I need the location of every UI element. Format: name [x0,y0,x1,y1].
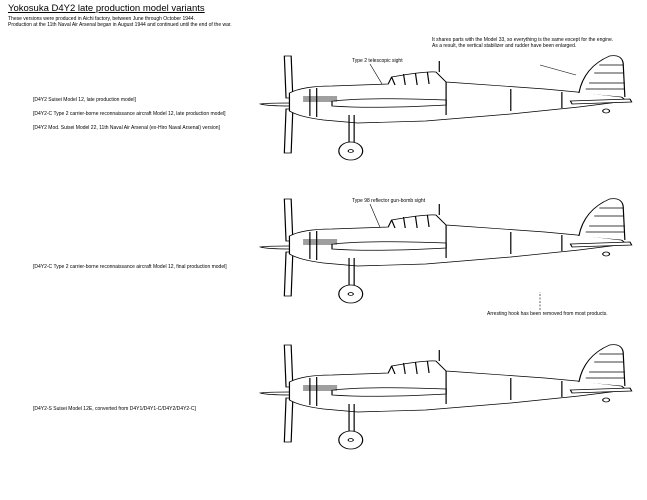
note-line: It shares parts with the Model 33, so ev… [432,37,614,43]
aircraft-drawing-bottom [259,344,633,450]
intro-line: These versions were produced in Aichi fa… [8,16,195,22]
reflector-sight-label: Type 98 reflector gun-bomb sight [352,198,426,204]
telescopic-sight-label: Type 2 telescopic sight [352,58,403,64]
engine-parts-note: It shares parts with the Model 33, so ev… [432,37,613,49]
variant-caption: [D4Y2-S Suisei Model 12E, converted from… [33,406,196,412]
intro-line: Production at the 11th Naval Air Arsenal… [8,22,232,29]
aircraft-drawing-middle [259,198,633,304]
engine-note-leader [539,64,577,76]
arresting-hook-note: Arresting hook has been removed from mos… [487,311,608,317]
telescopic-sight-leader [369,63,383,85]
aircraft-drawing-top [259,55,633,161]
variant-caption: [D4Y2 Mod. Suisei Model 22, 11th Naval A… [33,125,220,131]
intro-text: These versions were produced in Aichi fa… [8,16,232,28]
note-line: As a result, the vertical stabilizer and… [432,43,577,50]
variant-caption: [D4Y2 Suisei Model 12, late production m… [33,97,136,103]
variant-caption: [D4Y2-C Type 2 carrier-borne reconnaissa… [33,111,226,117]
page-title: Yokosuka D4Y2 late production model vari… [8,3,205,14]
variant-caption: [D4Y2-C Type 2 carrier-borne reconnaissa… [33,264,227,270]
